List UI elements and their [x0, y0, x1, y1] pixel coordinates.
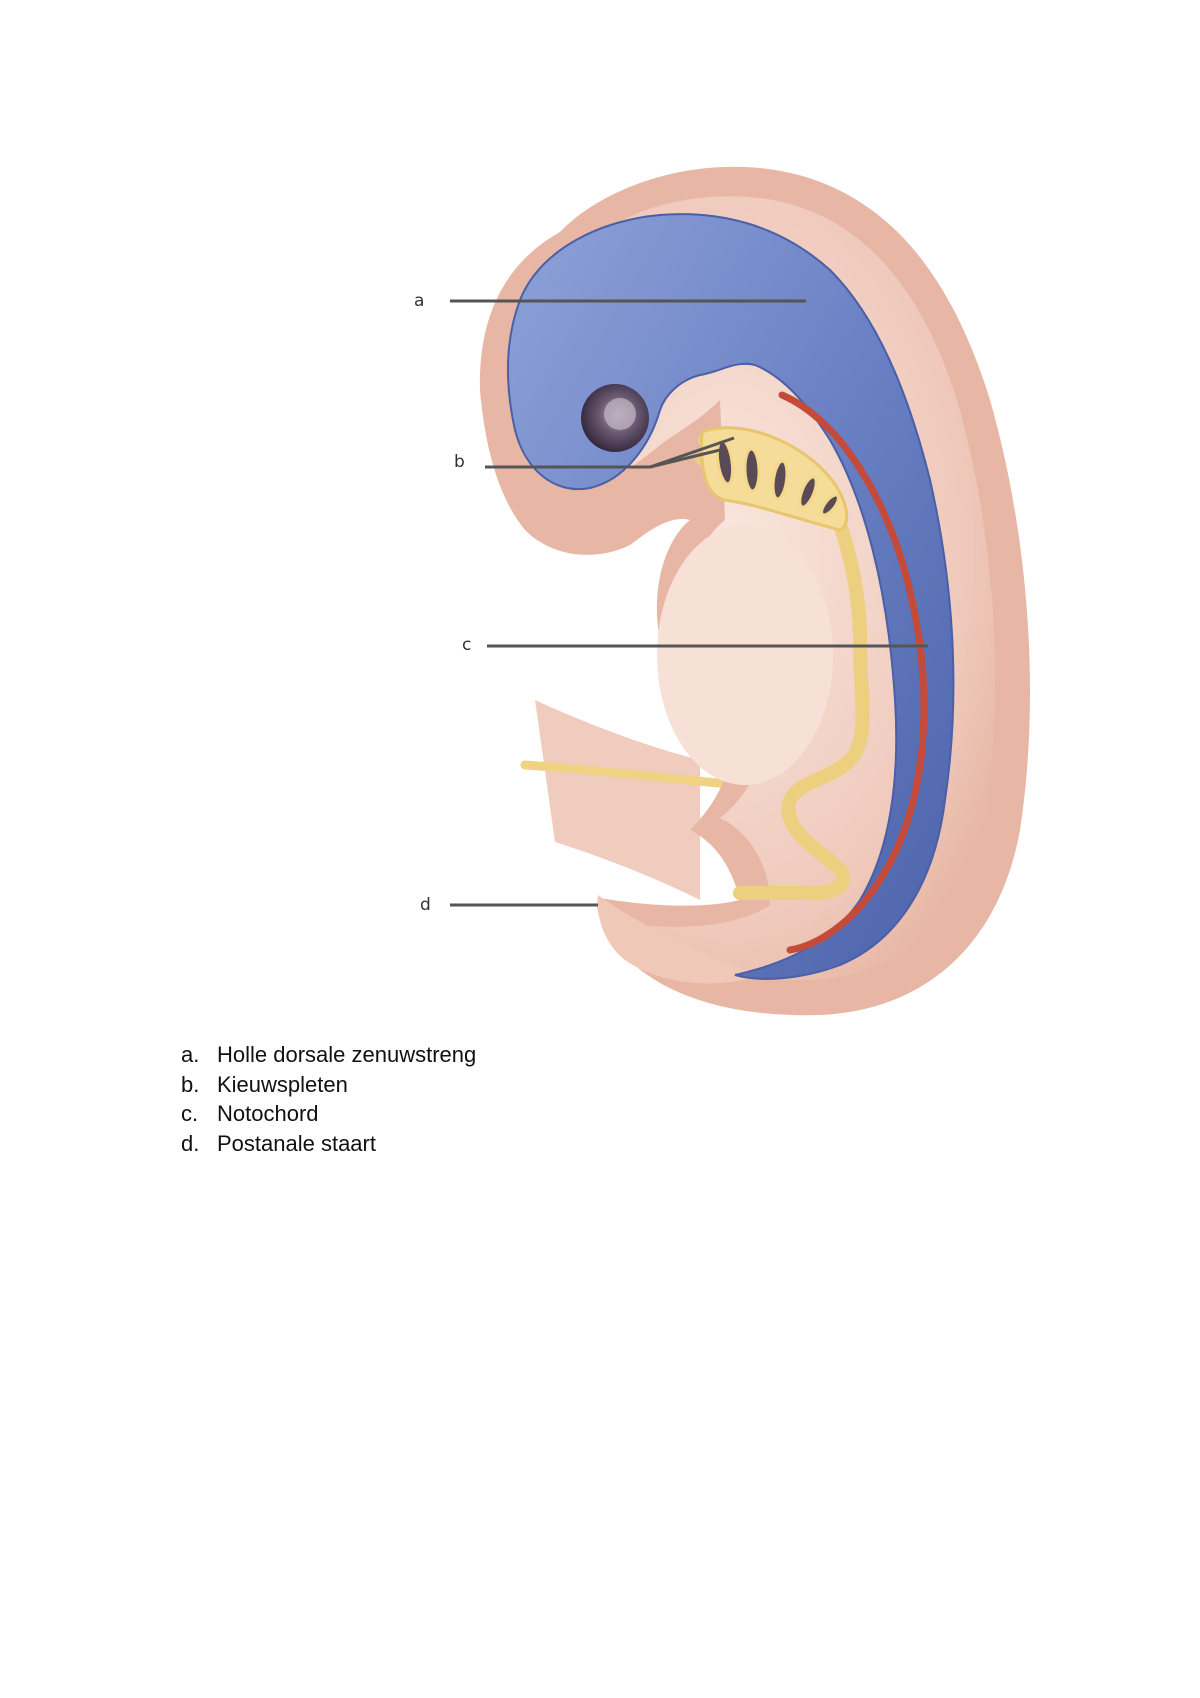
legend-item: b. Kieuwspleten: [181, 1070, 476, 1100]
gill-slits: [715, 438, 840, 517]
legend-text: Notochord: [217, 1101, 319, 1126]
legend-text: Postanale staart: [217, 1130, 376, 1156]
legend-marker: a.: [181, 1042, 200, 1067]
legend-text: Holle dorsale zenuwstreng: [217, 1042, 477, 1067]
legend-list: a. Holle dorsale zenuwstreng b. Kieuwsplet…: [181, 1040, 476, 1158]
gill-slit: [798, 475, 818, 509]
notochord: [778, 391, 928, 954]
legend-item: a. Holle dorsale zenuwstreng: [181, 1040, 476, 1070]
legend-item: d. Postanale staart: [181, 1129, 476, 1159]
legend-item: c. Notochord: [181, 1099, 476, 1129]
gill-slit: [715, 438, 735, 486]
gill-slit: [820, 493, 840, 517]
callout-label-b: b: [454, 452, 465, 472]
callout-label-a: a: [414, 291, 424, 311]
callout-label-c: c: [462, 635, 471, 655]
legend-marker: c.: [181, 1101, 199, 1126]
callout-label-d: d: [420, 895, 431, 915]
eye-highlight: [604, 398, 636, 430]
postanal-tail: [597, 895, 760, 984]
legend-text: Kieuwspleten: [217, 1071, 348, 1097]
heart-bulge: [657, 525, 833, 785]
legend-marker: b.: [181, 1071, 200, 1097]
gill-slit: [743, 447, 761, 493]
legend-marker: d.: [181, 1130, 200, 1156]
gill-slit: [771, 459, 789, 501]
leader-lines: [450, 299, 928, 907]
leader-line-b-branch: [649, 448, 721, 469]
yolk-stalk: [520, 700, 745, 900]
